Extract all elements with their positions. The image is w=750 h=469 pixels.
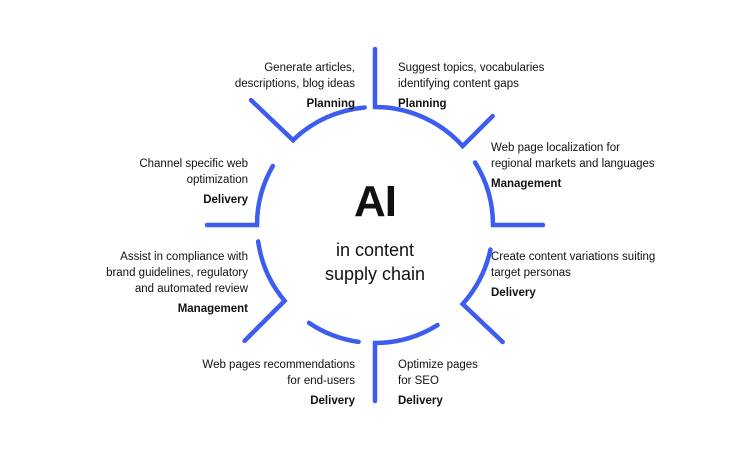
center-subtitle: in content supply chain [295,238,455,286]
category-label: Management [177,303,248,315]
segment-bottom-left [306,320,361,345]
segment-right-lower [459,247,505,345]
center-subtitle-line1: in content [335,240,415,260]
category-label: Delivery [491,287,536,299]
center-title: AI [354,177,397,226]
label-localization: Web page localization for regional marke… [491,142,655,190]
label-suggest-topics: Suggest topics, vocabularies identifying… [398,62,545,110]
segment-right-upper [472,160,546,228]
category-label: Planning [306,98,355,110]
category-label: Management [491,178,562,190]
category-label: Delivery [310,395,355,407]
segment-left-upper [204,163,276,228]
segment-top-left [248,97,367,144]
label-compliance: Assist in compliance with brand guidelin… [106,251,248,315]
label-content-variations: Create content variations suiting target… [491,251,656,299]
segment-bottom-right [372,322,440,404]
label-generate-articles: Generate articles, descriptions, blog id… [234,62,355,110]
segment-left-lower [242,239,288,344]
category-label: Planning [398,98,447,110]
label-channel-optimization: Channel specific web optimization Delive… [139,158,248,206]
segment-top-right [372,46,495,150]
center-subtitle-line2: supply chain [324,264,426,284]
label-seo: Optimize pages for SEO Delivery [398,359,478,407]
category-label: Delivery [398,395,443,407]
label-recommendations: Web pages recommendations for end-users … [202,359,355,407]
category-label: Delivery [203,194,248,206]
